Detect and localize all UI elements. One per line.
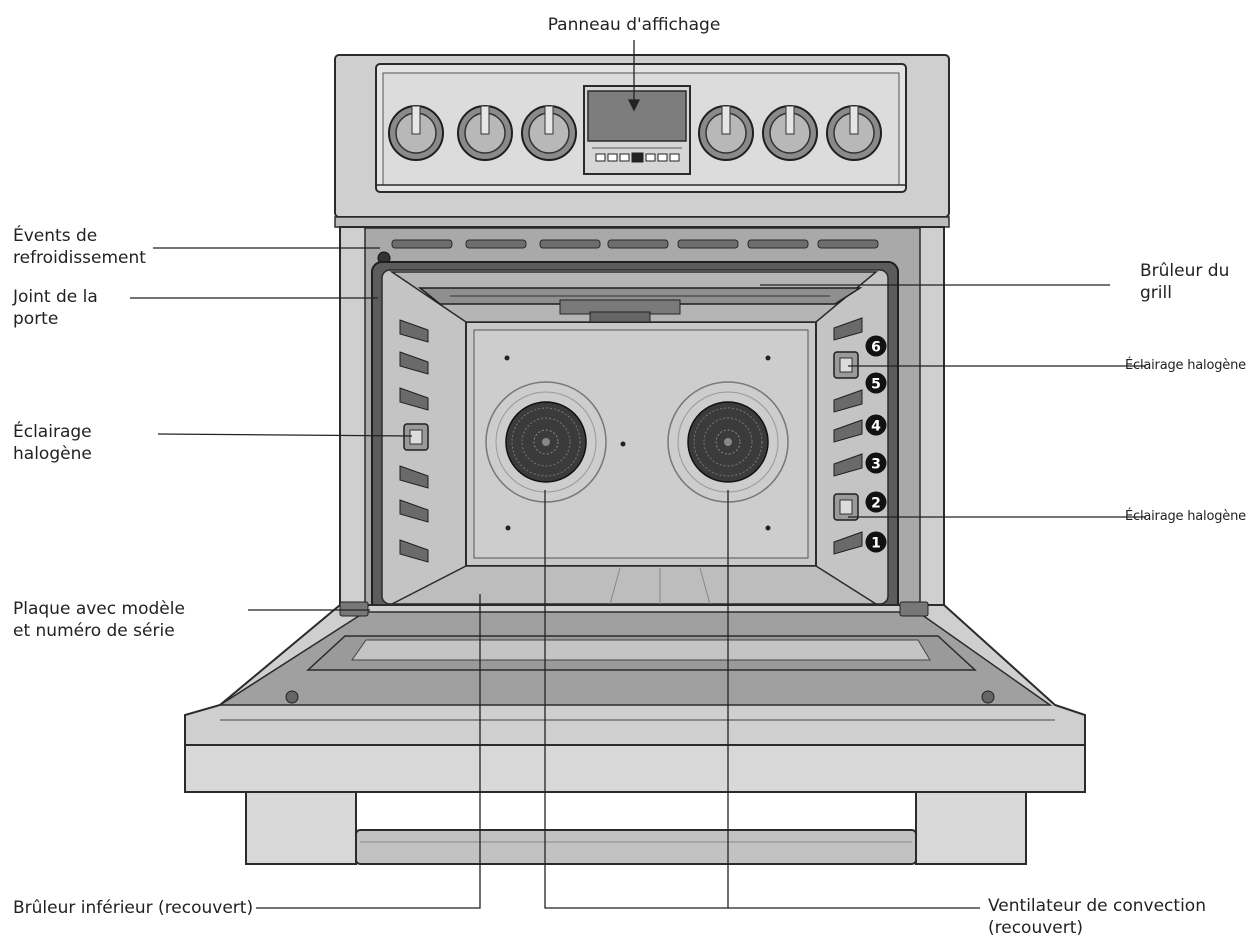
label-broil-burner-line1: Brûleur du	[1140, 261, 1230, 281]
svg-text:5: 5	[871, 377, 881, 393]
label-display-panel: Panneau d'affichage	[547, 15, 721, 35]
label-convection-fan-line2: (recouvert)	[988, 918, 1084, 938]
rack-badge-3: 3	[865, 452, 887, 474]
display-module	[583, 85, 691, 175]
label-cooling-vents: Évents de refroidissement	[13, 225, 146, 269]
knob-4-icon[interactable]	[698, 105, 754, 161]
rack-badge-1: 1	[865, 531, 887, 553]
label-halogen-left-line2: halogène	[13, 444, 92, 464]
leader-lines	[130, 40, 1146, 909]
knob-3-icon[interactable]	[521, 105, 577, 161]
label-convection-fan-line1: Ventilateur de convection	[988, 896, 1206, 916]
rack-badge-6: 6	[865, 335, 887, 357]
halogen-light-right-top-icon	[833, 351, 859, 379]
label-rating-plate-line1: Plaque avec modèle	[13, 599, 185, 619]
svg-text:2: 2	[871, 496, 881, 512]
label-rating-plate: Plaque avec modèle et numéro de série	[13, 598, 185, 642]
halogen-light-left-icon	[403, 423, 429, 451]
svg-text:3: 3	[871, 457, 881, 473]
svg-text:4: 4	[871, 419, 881, 435]
halogen-light-right-bottom-icon	[833, 493, 859, 521]
label-bake-burner: Brûleur inférieur (recouvert)	[13, 898, 254, 918]
rack-badge-2: 2	[865, 491, 887, 513]
label-door-seal: Joint de la porte	[13, 286, 98, 330]
label-halogen-right-bottom: Éclairage halogène	[1125, 509, 1246, 524]
label-broil-burner-line2: grill	[1140, 283, 1172, 303]
door-handle[interactable]	[245, 791, 1027, 865]
oven-cavity	[371, 261, 899, 613]
rack-badge-4: 4	[865, 414, 887, 436]
label-door-seal-line1: Joint de la	[13, 287, 98, 307]
label-halogen-left: Éclairage halogène	[13, 421, 92, 465]
label-rating-plate-line2: et numéro de série	[13, 621, 175, 641]
rack-position-badges: 6 5 4 3 2 1	[865, 335, 887, 553]
knob-6-icon[interactable]	[826, 105, 882, 161]
oven-door[interactable]	[184, 601, 1086, 793]
cooling-vents	[377, 239, 879, 265]
control-knobs	[388, 105, 882, 161]
broil-burner	[417, 287, 863, 323]
label-cooling-vents-line2: refroidissement	[13, 248, 146, 268]
knob-2-icon[interactable]	[457, 105, 513, 161]
label-halogen-right-top: Éclairage halogène	[1125, 358, 1246, 373]
rack-supports-right	[833, 317, 863, 555]
label-door-seal-line2: porte	[13, 309, 59, 329]
label-broil-burner: Brûleur du grill	[1140, 260, 1229, 304]
svg-text:6: 6	[871, 340, 881, 356]
label-convection-fan: Ventilateur de convection (recouvert)	[988, 895, 1206, 939]
rack-badge-5: 5	[865, 372, 887, 394]
label-cooling-vents-line1: Évents de	[13, 226, 98, 246]
convection-fan-left-icon	[485, 381, 607, 503]
label-halogen-left-line1: Éclairage	[13, 422, 92, 442]
knob-5-icon[interactable]	[762, 105, 818, 161]
svg-text:1: 1	[871, 536, 881, 552]
knob-1-icon[interactable]	[388, 105, 444, 161]
rack-supports-left	[399, 319, 429, 563]
